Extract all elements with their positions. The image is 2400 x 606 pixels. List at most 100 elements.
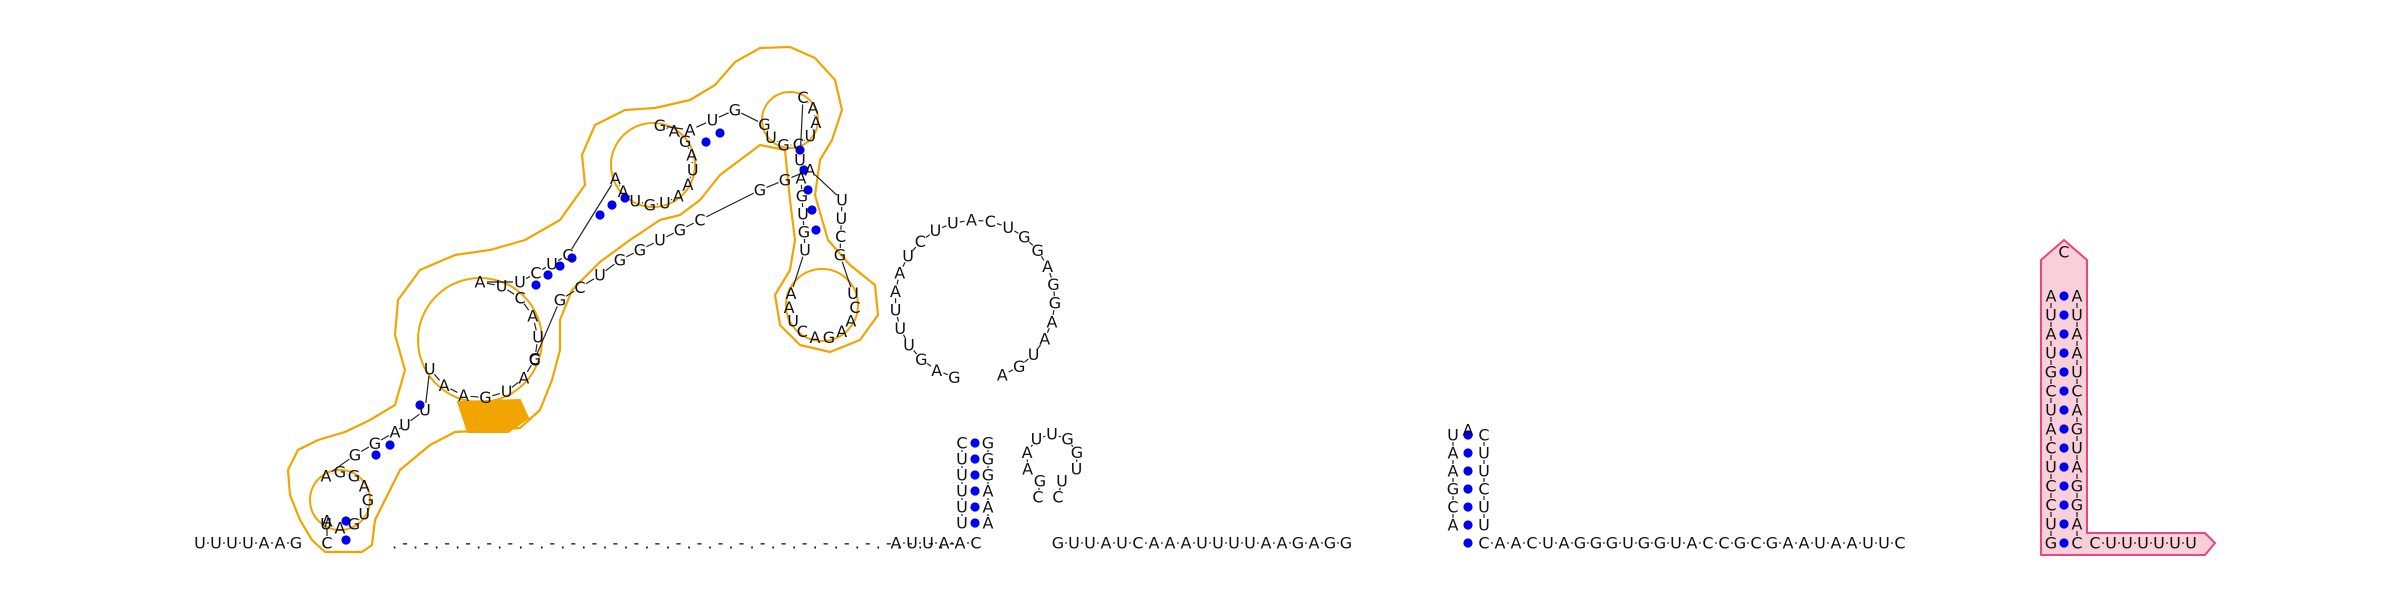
orange-nucleotide: U xyxy=(501,382,513,401)
small-hairpin-nucleotide: U xyxy=(1056,472,1068,491)
small-hairpin-loop-nucleotide: U xyxy=(1071,459,1083,478)
linker-nucleotide: G xyxy=(1340,534,1352,553)
middle-loop-nucleotide: U xyxy=(890,301,902,320)
linker-nucleotide: U xyxy=(1212,534,1224,553)
backbone-bond xyxy=(471,396,479,397)
base-pair-dot xyxy=(811,225,820,234)
linker-nucleotide: G xyxy=(1590,534,1602,553)
middle-loop-nucleotide: U xyxy=(903,336,915,355)
linker-nucleotide: A xyxy=(1831,534,1842,553)
pink-stem-nucleotide: A xyxy=(2072,344,2083,363)
middle-loop-nucleotide: A xyxy=(966,211,977,230)
linker-nucleotide: C xyxy=(1702,534,1713,553)
pink-stem-nucleotide: U xyxy=(2071,363,2083,382)
orange-nucleotide: A xyxy=(439,376,450,395)
orange-nucleotide: A xyxy=(808,99,819,118)
base-pair-dot xyxy=(2059,386,2068,395)
orange-nucleotide: U xyxy=(546,255,558,274)
orange-nucleotide: C xyxy=(835,227,846,246)
orange-nucleotide: G xyxy=(796,187,808,206)
pink-stem-nucleotide: A xyxy=(2046,325,2057,344)
base-pair-dot xyxy=(1463,484,1472,493)
backbone-bond xyxy=(1043,436,1045,437)
orange-nucleotide: G xyxy=(348,466,360,485)
orange-nucleotide: A xyxy=(321,466,332,485)
linker-nucleotide: U xyxy=(1862,534,1874,553)
linker-nucleotide: A xyxy=(1687,534,1698,553)
orange-nucleotide: C xyxy=(321,534,332,553)
linker-nucleotide: C xyxy=(1718,534,1729,553)
linker-nucleotide: A xyxy=(1101,534,1112,553)
pink-stem-nucleotide: C xyxy=(2071,534,2082,553)
orange-nucleotide: C xyxy=(797,88,808,107)
pink-stem-nucleotide: U xyxy=(2045,515,2057,534)
middle-loop-nucleotide: A xyxy=(931,361,942,380)
right-stem-nucleotide: U xyxy=(1478,498,1490,517)
base-pair-dot xyxy=(2059,500,2068,509)
backbone-bond xyxy=(626,253,633,257)
backbone-bond xyxy=(646,243,653,247)
linker-nucleotide: G xyxy=(1292,534,1304,553)
orange-nucleotide: G xyxy=(823,328,835,347)
linker-nucleotide: A xyxy=(1181,534,1192,553)
orange-nucleotide: U xyxy=(320,515,332,534)
base-pair-dot xyxy=(2059,462,2068,471)
middle-stem-nucleotide: C xyxy=(956,434,967,453)
orange-nucleotide: A xyxy=(458,386,469,405)
tail-left-nucleotide: A xyxy=(275,534,286,553)
orange-nucleotide: A xyxy=(335,519,346,538)
orange-nucleotide: U xyxy=(835,209,847,228)
backbone-bond xyxy=(586,279,594,284)
backbone-bond xyxy=(666,233,673,237)
pink-tail-nucleotide: U xyxy=(2185,534,2197,553)
pink-stem-nucleotide: U xyxy=(2071,439,2083,458)
pink-tail-nucleotide: C xyxy=(2089,534,2100,553)
orange-nucleotide: U xyxy=(629,191,641,210)
pink-stem-nucleotide: U xyxy=(2045,401,2057,420)
orange-nucleotide: G xyxy=(729,101,741,120)
linker-nucleotide: U xyxy=(1814,534,1826,553)
orange-nucleotide: C xyxy=(530,264,541,283)
linker-nucleotide: U xyxy=(1878,534,1890,553)
base-pair-dot xyxy=(2059,291,2068,300)
backbone-bond xyxy=(686,223,693,227)
base-pair-dot xyxy=(1463,538,1472,547)
linker-nucleotide: U xyxy=(1228,534,1240,553)
linker-nucleotide: C xyxy=(1526,534,1537,553)
pink-stem-nucleotide: G xyxy=(2045,363,2057,382)
linker-nucleotide: A xyxy=(1783,534,1794,553)
orange-nucleotide: G xyxy=(614,251,626,270)
tail-left-nucleotide: U xyxy=(242,534,254,553)
right-stem-nucleotide: A xyxy=(1448,516,1459,535)
middle-loop-nucleotide: G xyxy=(1013,357,1025,376)
linker-nucleotide: C xyxy=(1894,534,1905,553)
base-pair-dot xyxy=(2059,538,2068,547)
orange-nucleotide: U xyxy=(424,360,436,379)
pink-stem-nucleotide: G xyxy=(2071,477,2083,496)
pink-stem-nucleotide: A xyxy=(2072,515,2083,534)
middle-loop-nucleotide: G xyxy=(915,350,927,369)
linker-nucleotide: A xyxy=(1799,534,1810,553)
domain-shapes xyxy=(288,47,2215,555)
orange-nucleotide: G xyxy=(754,181,766,200)
orange-nucleotide: U xyxy=(847,284,859,303)
middle-loop-nucleotide: G xyxy=(948,368,960,387)
pink-stem-nucleotide: A xyxy=(2046,287,2057,306)
orange-nucleotide: G xyxy=(834,246,846,265)
middle-loop-nucleotide: A xyxy=(890,282,901,301)
orange-nucleotide: G xyxy=(644,195,656,214)
linker-nucleotide: A xyxy=(955,534,966,553)
base-pair-dot xyxy=(715,128,724,137)
base-pair-dot xyxy=(2059,443,2068,452)
tail-left-nucleotide: G xyxy=(290,534,302,553)
backbone-bond xyxy=(997,224,1002,225)
orange-nucleotide: C xyxy=(694,211,705,230)
pink-stem-nucleotide: G xyxy=(2071,496,2083,515)
tail-left-nucleotide: U xyxy=(210,534,222,553)
linker-nucleotide: G xyxy=(1654,534,1666,553)
linker-nucleotide: A xyxy=(891,534,902,553)
backbone-bond xyxy=(766,183,778,188)
pink-stem-nucleotide: U xyxy=(2045,306,2057,325)
orange-nucleotide: G xyxy=(634,241,646,260)
